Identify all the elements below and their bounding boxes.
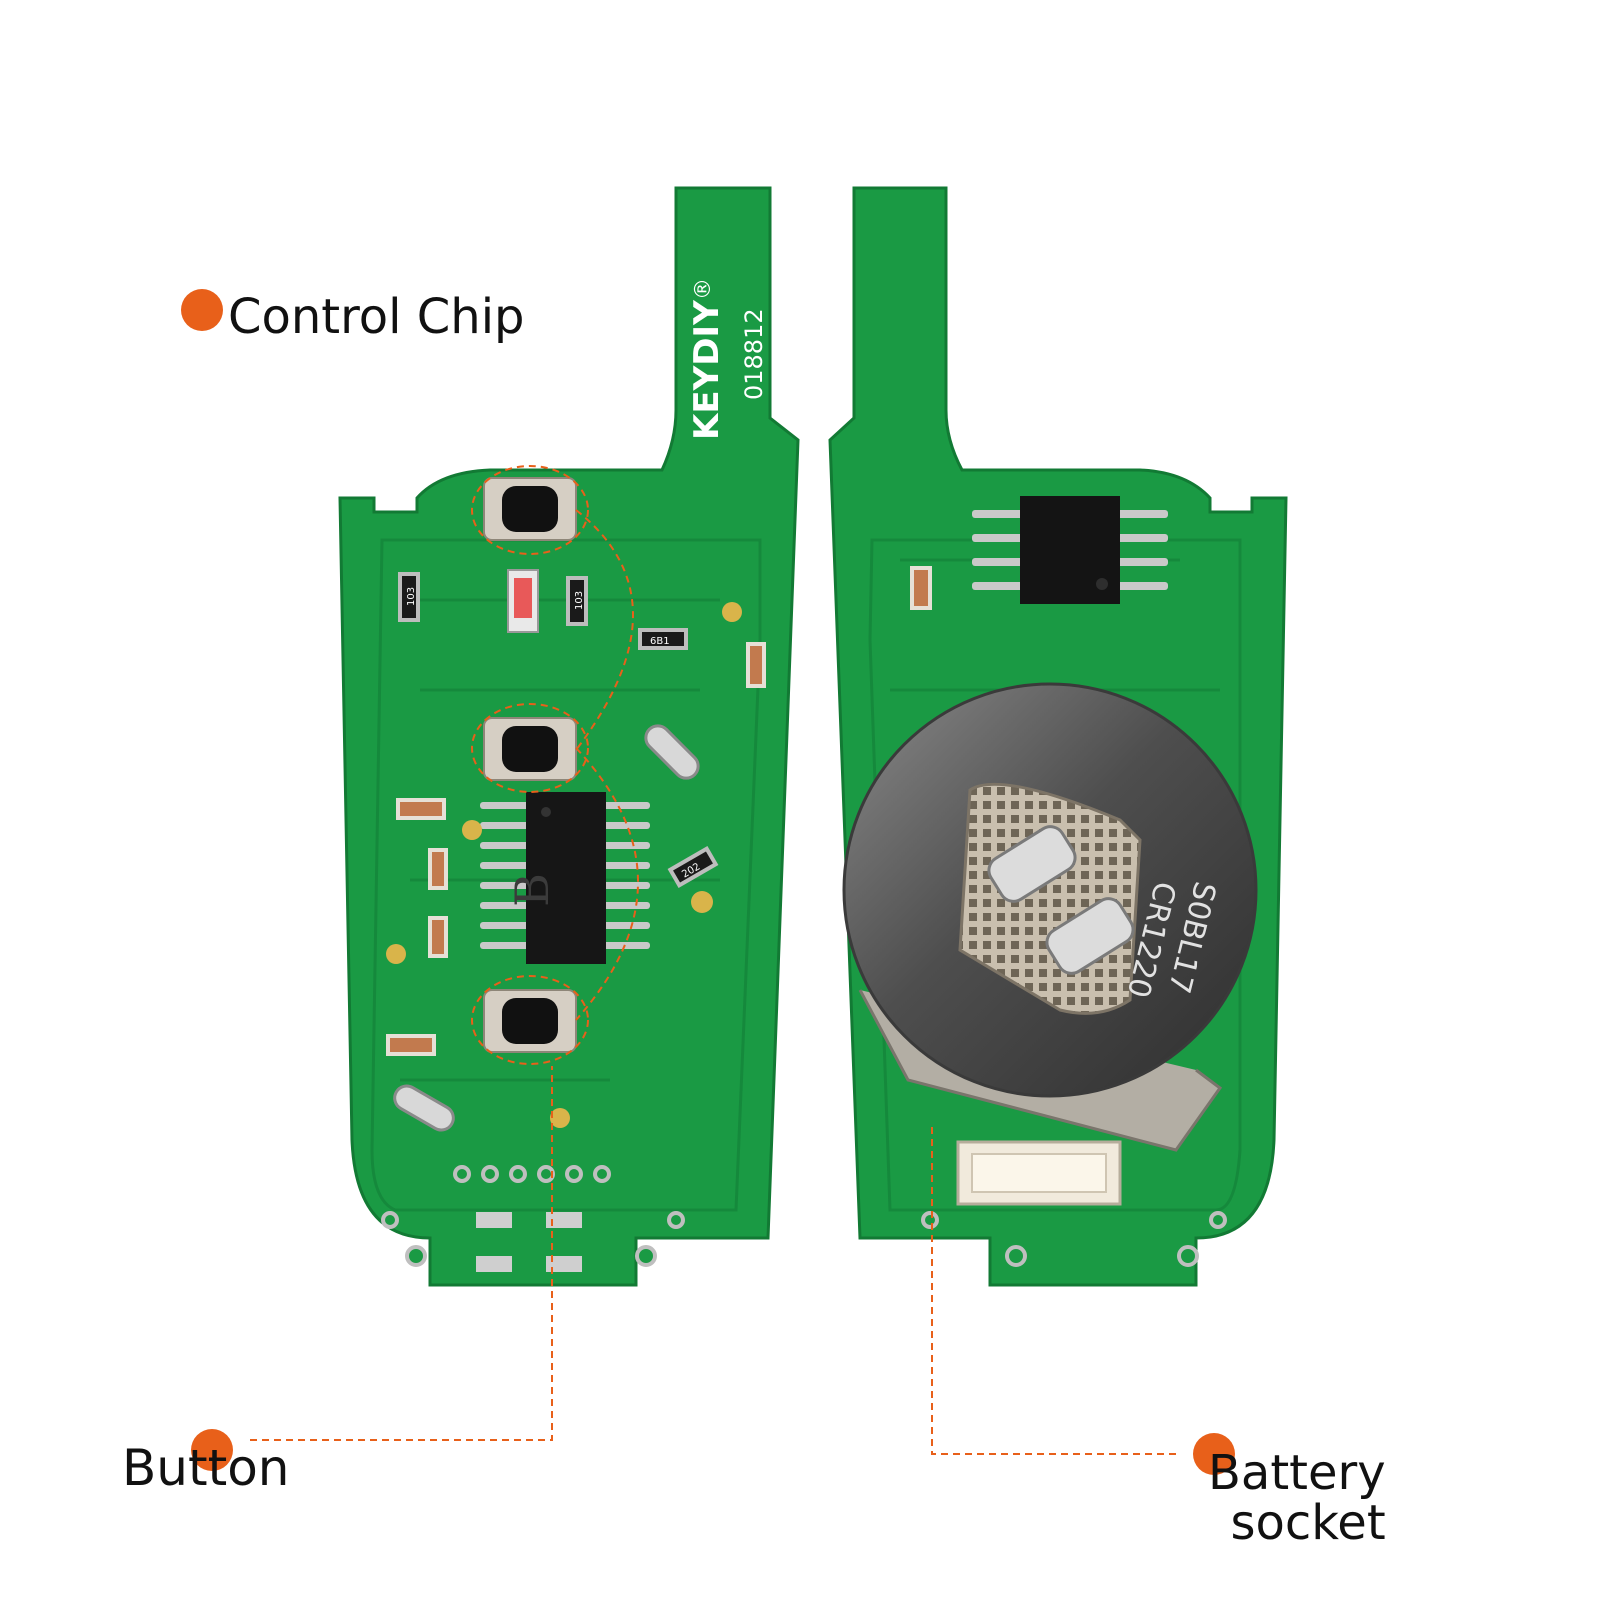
- svg-text:6B1: 6B1: [650, 636, 670, 647]
- battery-socket-label: Battery socket: [1208, 1448, 1386, 1549]
- header-pins: [453, 1165, 611, 1183]
- led-component: [507, 569, 539, 633]
- button-highlight-circles: [471, 465, 639, 1065]
- battery-socket-label-line2: socket: [1230, 1495, 1386, 1552]
- right-pcb-board: CR1220 S0BL17: [828, 186, 1288, 1287]
- ic-marking-letter: B: [505, 873, 559, 907]
- mounting-holes: [381, 1211, 685, 1267]
- battery-leader-line: [931, 1122, 1176, 1455]
- registered-mark: ®: [691, 278, 716, 300]
- tactile-button-top: [483, 477, 577, 541]
- resistor-103-mid: 103: [566, 576, 588, 626]
- bottom-pads: [476, 1212, 582, 1272]
- resistor-6b1: 6B1: [638, 628, 688, 650]
- crystal-lower: [393, 1084, 455, 1132]
- battery-socket-label-line1: Battery: [1208, 1445, 1386, 1501]
- keydiy-logo: KEYDIY ®: [687, 278, 727, 440]
- serial-number-text: 018812: [740, 308, 768, 400]
- control-chip-marker: [181, 289, 223, 331]
- pin-connector: [956, 1140, 1122, 1206]
- mounting-holes-right: [921, 1211, 1227, 1267]
- resistor-202: 202: [667, 845, 719, 889]
- battery-socket: CR1220 S0BL17: [842, 682, 1258, 1152]
- svg-text:103: 103: [406, 587, 417, 606]
- battery-socket-marker: [1193, 1433, 1235, 1475]
- crystal-upper: [644, 724, 700, 780]
- left-pcb-board: KEYDIY ® 018812: [338, 186, 800, 1287]
- button-leader-line: [250, 1066, 553, 1441]
- resistor-103-left: 103: [398, 572, 420, 622]
- control-chip-ic: B: [480, 792, 650, 964]
- tactile-button-middle: [483, 717, 577, 781]
- svg-text:103: 103: [574, 591, 585, 610]
- brand-text: KEYDIY: [687, 300, 727, 440]
- capacitors: [386, 642, 766, 1056]
- tactile-button-bottom: [483, 989, 577, 1053]
- button-label: Button: [122, 1439, 290, 1497]
- control-chip-label: Control Chip: [228, 289, 525, 345]
- capacitor-right: [910, 566, 932, 610]
- test-pads: [386, 602, 742, 1128]
- eeprom-chip: [972, 496, 1168, 604]
- button-marker: [191, 1429, 233, 1471]
